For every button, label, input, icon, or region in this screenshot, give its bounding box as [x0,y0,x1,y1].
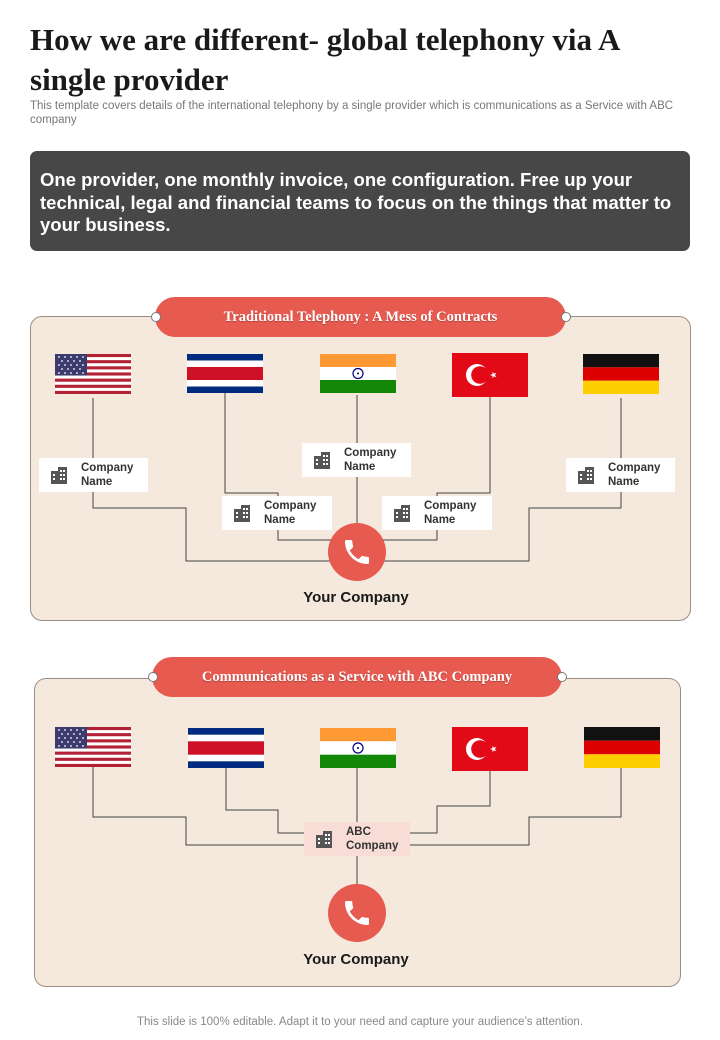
phone-icon [328,884,386,942]
india-flag-icon [320,354,396,393]
company-name-label: Company Name [424,500,477,526]
building-icon [578,467,594,484]
panel2-header: Communications as a Service with ABC Com… [152,657,562,697]
company-box: Company Name [566,458,675,492]
abc-company-label: ABC Company [346,826,399,852]
company-name-label: Company Name [81,462,134,488]
turkey-flag-icon [452,727,528,771]
india-flag-icon [320,728,396,768]
building-icon [394,505,410,522]
company-name-label: Company Name [608,462,661,488]
building-icon [51,467,67,484]
company-name-label: Company Name [264,500,317,526]
company-box: Company Name [222,496,332,530]
footer-note: This slide is 100% editable. Adapt it to… [136,1016,584,1028]
page-title: How we are different- global telephony v… [30,22,619,97]
usa-flag-icon [55,727,131,767]
turkey-flag-icon [452,353,528,397]
germany-flag-icon [584,727,660,768]
panel2-header-left-dot [148,672,158,682]
costa-rica-flag-icon [187,354,263,393]
company-box: Company Name [382,496,492,530]
company-name-label: Company Name [344,447,397,473]
company-box: Company Name [39,458,148,492]
your-company-label: Your Company [303,951,409,968]
phone-icon [328,523,386,581]
panel1-header: Traditional Telephony : A Mess of Contra… [155,297,566,337]
panel1-header-left-dot [151,312,161,322]
page-subtitle: This template covers details of the inte… [30,100,674,126]
summary-banner: One provider, one monthly invoice, one c… [30,151,690,251]
your-company-label: Your Company [303,589,409,606]
company-box: Company Name [302,443,411,477]
building-icon [316,831,332,848]
building-icon [314,452,330,469]
abc-company-hub: ABC Company [304,822,410,856]
panel1-header-right-dot [561,312,571,322]
costa-rica-flag-icon [188,728,264,768]
panel2-header-right-dot [557,672,567,682]
germany-flag-icon [583,354,659,394]
building-icon [234,505,250,522]
usa-flag-icon [55,354,131,394]
